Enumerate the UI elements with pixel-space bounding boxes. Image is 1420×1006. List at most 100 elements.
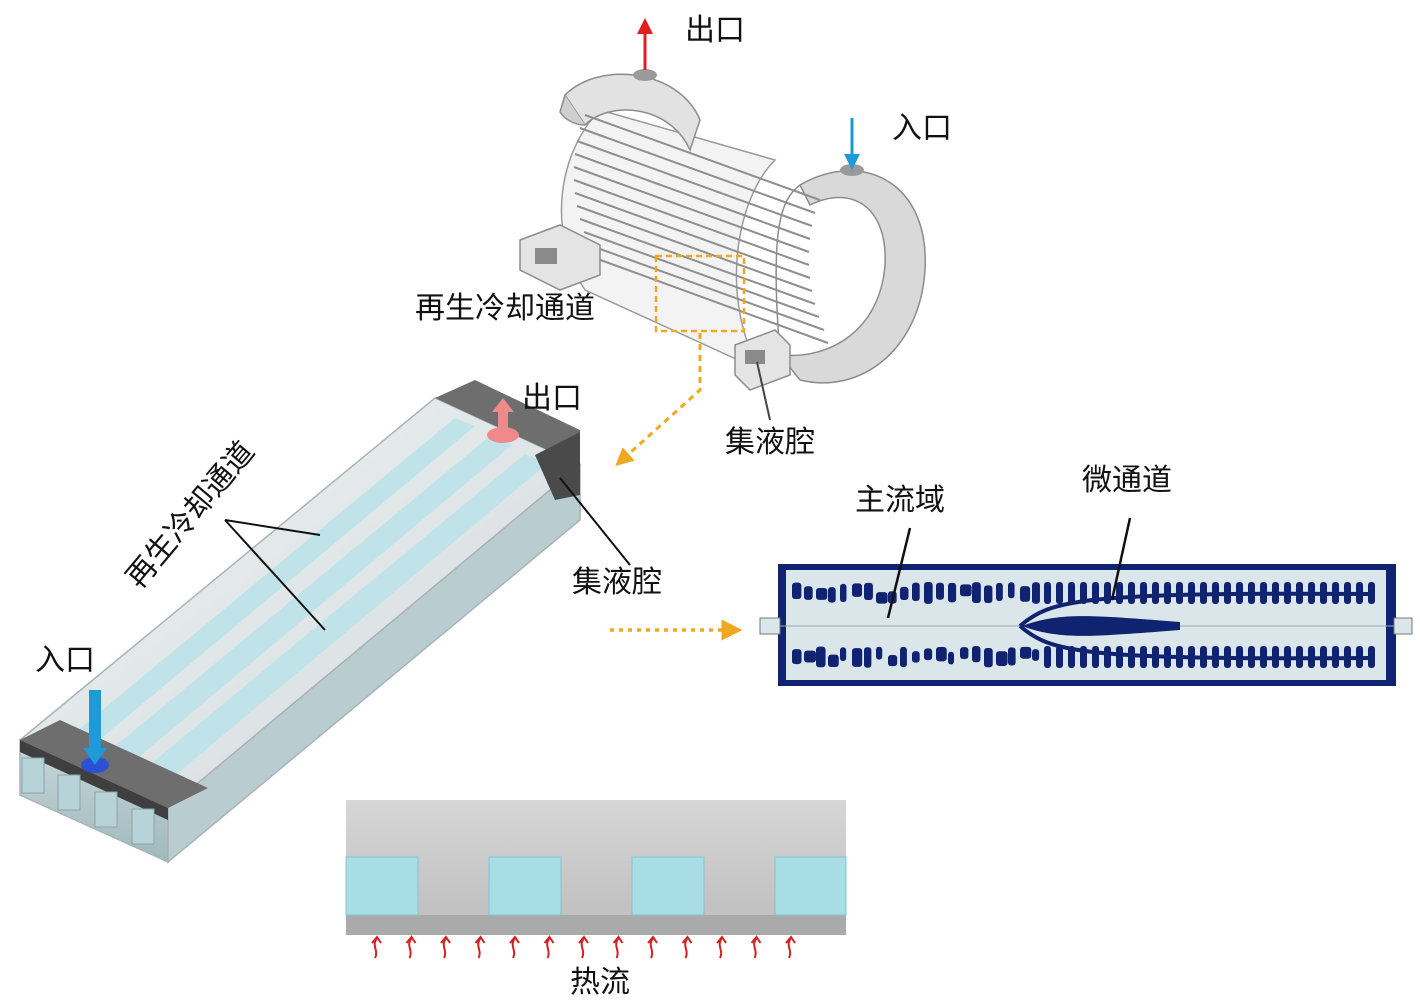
topology-cell bbox=[984, 647, 993, 668]
topology-optimization-result bbox=[759, 564, 1413, 686]
topology-cell bbox=[828, 654, 839, 668]
manifold-leader-mid bbox=[559, 477, 631, 566]
detail-highlight-box bbox=[654, 254, 746, 333]
topology-cell bbox=[1176, 582, 1183, 604]
heat-flux-arrow bbox=[440, 935, 451, 959]
heat-flux-label: 热流 bbox=[570, 965, 630, 1000]
topology-cell bbox=[1368, 582, 1375, 604]
heat-flux-arrow bbox=[543, 935, 555, 959]
cylinder-cooling-jacket bbox=[519, 69, 926, 391]
topology-cell bbox=[1068, 646, 1075, 668]
topology-cell bbox=[1152, 582, 1159, 604]
topology-cell bbox=[852, 648, 863, 667]
topology-cell bbox=[1140, 582, 1147, 604]
topology-cell bbox=[1092, 646, 1099, 668]
topology-cell bbox=[804, 586, 813, 600]
topology-cell bbox=[792, 649, 802, 665]
topology-cell bbox=[1056, 646, 1063, 668]
cross-section-channel bbox=[774, 856, 847, 916]
top-inlet-arrow bbox=[844, 118, 860, 170]
topology-cell bbox=[924, 648, 933, 661]
cross-section-channel bbox=[631, 856, 705, 916]
topology-cell bbox=[1080, 582, 1087, 604]
topology-cell bbox=[864, 582, 873, 601]
topology-cell bbox=[876, 592, 888, 604]
topology-cell bbox=[936, 647, 947, 662]
main-flow-label: 主流域 bbox=[855, 483, 945, 518]
mid-inlet-label: 入口 bbox=[35, 643, 95, 678]
heat-flux-waves bbox=[371, 935, 796, 959]
topology-cell bbox=[1008, 647, 1016, 666]
topology-cell bbox=[828, 587, 836, 603]
topology-microchannel-cells bbox=[792, 582, 1375, 668]
slab-channel-leaders bbox=[224, 519, 326, 631]
topology-cell bbox=[1020, 586, 1031, 602]
topology-cell bbox=[948, 651, 955, 665]
topology-cell bbox=[1116, 582, 1123, 604]
topology-cell bbox=[972, 646, 981, 663]
heat-flux-arrow bbox=[405, 935, 417, 959]
heat-flux-arrow bbox=[716, 935, 727, 959]
detail-pointer-arrow bbox=[615, 333, 702, 467]
topology-leaders bbox=[886, 517, 1132, 619]
cross-section-channel bbox=[345, 856, 419, 916]
cross-section-channel bbox=[488, 856, 562, 916]
top-channel-label: 再生冷却通道 bbox=[415, 291, 595, 326]
topology-cell bbox=[804, 650, 816, 663]
topology-cell bbox=[1032, 582, 1040, 604]
topology-cell bbox=[1116, 646, 1123, 668]
heat-flux-arrow bbox=[509, 935, 520, 959]
heat-flux-arrow bbox=[681, 935, 693, 959]
topology-cell bbox=[936, 582, 944, 600]
topology-cell bbox=[912, 651, 920, 663]
heat-flux-arrow bbox=[647, 935, 658, 959]
heat-flux-arrow bbox=[371, 935, 382, 959]
heat-flux-arrow bbox=[474, 935, 486, 959]
topology-cell bbox=[1164, 582, 1171, 604]
topology-cell bbox=[900, 646, 907, 668]
topology-fork-outline bbox=[1018, 591, 1371, 661]
topology-cell bbox=[1044, 646, 1051, 668]
channel-cross-section bbox=[345, 800, 847, 935]
topology-cell bbox=[1020, 646, 1032, 659]
slab-outlet-arrow bbox=[492, 398, 514, 436]
heat-flux-arrow bbox=[612, 935, 624, 959]
topology-cell bbox=[1056, 582, 1063, 604]
topology-cell bbox=[876, 646, 883, 660]
topology-cell bbox=[948, 582, 957, 603]
topology-cell bbox=[888, 654, 898, 667]
top-inlet-label: 入口 bbox=[892, 111, 952, 146]
heat-flux-arrow bbox=[750, 935, 762, 959]
top-manifold-label: 集液腔 bbox=[725, 425, 815, 460]
topology-cell bbox=[792, 582, 802, 600]
topology-cell bbox=[996, 651, 1008, 666]
topology-cell bbox=[864, 647, 872, 668]
top-outlet-arrow bbox=[637, 18, 653, 70]
topology-cell bbox=[912, 582, 920, 602]
topology-cell bbox=[1068, 582, 1075, 604]
topology-cell bbox=[840, 647, 847, 662]
topology-cell bbox=[1032, 649, 1040, 661]
mid-manifold-label: 集液腔 bbox=[572, 565, 662, 600]
top-outlet-port bbox=[633, 69, 657, 81]
topology-cell bbox=[924, 582, 933, 604]
topology-cell bbox=[1104, 646, 1111, 668]
heat-flux-arrow bbox=[578, 935, 589, 959]
top-outlet-label: 出口 bbox=[685, 13, 745, 48]
cylinder-channel-ribs bbox=[573, 114, 829, 344]
topology-cell bbox=[1008, 582, 1015, 599]
straight-channel-slab bbox=[18, 380, 582, 864]
slab-inlet-arrow bbox=[83, 690, 107, 765]
topology-cell bbox=[816, 646, 826, 668]
topology-cell bbox=[984, 585, 993, 603]
micro-channel-label: 微通道 bbox=[1082, 463, 1172, 498]
topology-cell bbox=[972, 582, 981, 604]
topology-center-spike bbox=[1022, 616, 1180, 636]
topology-cell bbox=[1368, 646, 1375, 668]
topology-cell bbox=[960, 647, 969, 660]
topology-cell bbox=[1044, 582, 1051, 604]
inlet-manifold-bar bbox=[20, 720, 208, 808]
mid-outlet-label: 出口 bbox=[522, 381, 582, 416]
topology-cell bbox=[960, 584, 972, 597]
